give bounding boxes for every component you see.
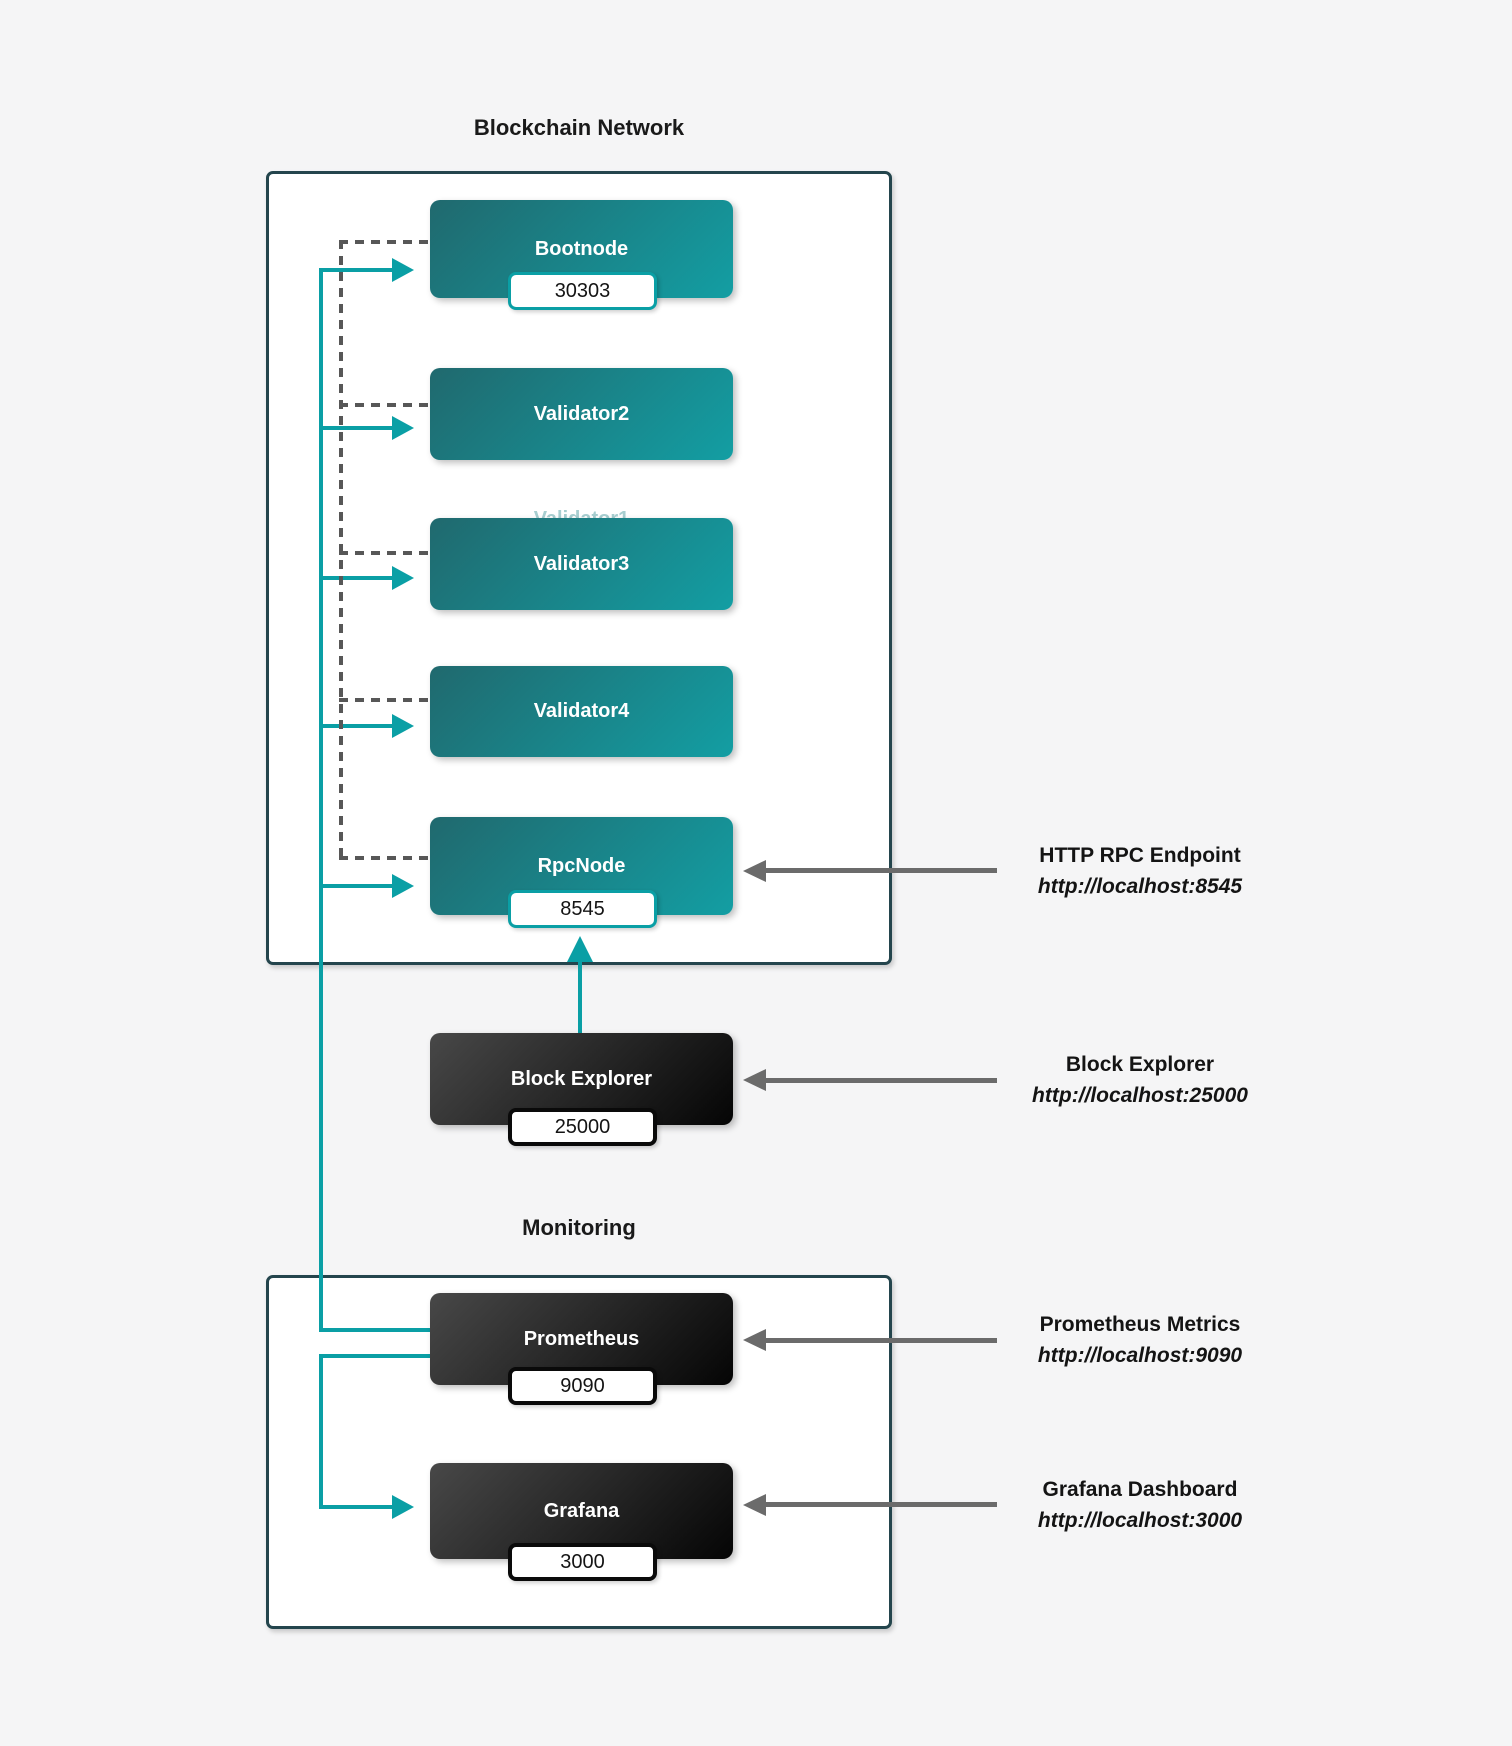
endpoint-arrow-block-explorer [766, 1078, 997, 1083]
teal-branch-validator4 [319, 724, 393, 728]
port-badge-block-explorer: 25000 [508, 1108, 657, 1146]
endpoint-label-rpc: HTTP RPC Endpoint http://localhost:8545 [1000, 840, 1280, 902]
endpoint-label-prometheus: Prometheus Metrics http://localhost:9090 [1000, 1309, 1280, 1371]
arrow-up-icon [567, 936, 593, 962]
node-validator4: Validator4 [430, 666, 733, 757]
arrow-left-icon [743, 1069, 766, 1091]
endpoint-title: Block Explorer [1065, 1053, 1215, 1076]
node-validator3: Validator3 [430, 518, 733, 610]
endpoint-url: http://localhost:9090 [1037, 1344, 1243, 1367]
grafana-feed-line-top [319, 1354, 430, 1358]
blockchain-network-title: Blockchain Network [473, 115, 685, 140]
endpoint-arrow-rpc [766, 868, 997, 873]
endpoint-title: Prometheus Metrics [1039, 1313, 1241, 1336]
arrow-right-icon [392, 566, 414, 590]
port-badge-rpcnode: 8545 [508, 890, 657, 928]
node-label: RpcNode [537, 854, 626, 877]
node-label: Validator2 [533, 402, 630, 425]
monitoring-title: Monitoring [522, 1215, 636, 1240]
teal-branch-bootnode [319, 268, 393, 272]
arrow-right-icon [392, 874, 414, 898]
peer-dashed-branch-validator3 [339, 551, 430, 555]
teal-branch-validator2 [319, 426, 393, 430]
endpoint-arrow-prometheus [766, 1338, 997, 1343]
grafana-feed-line-bottom [319, 1505, 393, 1509]
node-label: Bootnode [534, 237, 629, 260]
node-label: Validator4 [533, 700, 630, 722]
arrow-left-icon [743, 1329, 766, 1351]
grafana-feed-line-vertical [319, 1354, 323, 1507]
arrow-left-icon [743, 860, 766, 882]
endpoint-label-block-explorer: Block Explorer http://localhost:25000 [1000, 1049, 1280, 1111]
port-badge-prometheus: 9090 [508, 1367, 657, 1405]
teal-trunk-line [319, 268, 323, 1332]
teal-branch-validator3 [319, 576, 393, 580]
endpoint-url: http://localhost:3000 [1037, 1509, 1243, 1532]
port-badge-grafana: 3000 [508, 1543, 657, 1581]
arrow-right-icon [392, 1495, 414, 1519]
endpoint-title: HTTP RPC Endpoint [1039, 844, 1241, 867]
peer-dashed-branch-rpcnode [339, 856, 430, 860]
endpoint-arrow-grafana [766, 1502, 997, 1507]
peer-dashed-branch-validator4 [339, 698, 430, 702]
peer-dashed-branch-bootnode [339, 240, 430, 244]
node-label: Validator3 [533, 552, 630, 575]
block-explorer-rpc-line [578, 960, 582, 1033]
endpoint-label-grafana: Grafana Dashboard http://localhost:3000 [1000, 1474, 1280, 1536]
node-label: Grafana [543, 1499, 620, 1522]
peer-dashed-trunk-line [339, 240, 343, 860]
node-label: Prometheus [523, 1327, 640, 1350]
node-label: Block Explorer [510, 1067, 653, 1090]
prometheus-feed-line [319, 1328, 430, 1332]
peer-dashed-branch-validator2 [339, 403, 430, 407]
teal-branch-rpcnode [319, 884, 393, 888]
arrow-right-icon [392, 258, 414, 282]
arrow-left-icon [743, 1494, 766, 1516]
endpoint-url: http://localhost:25000 [1032, 1084, 1248, 1107]
endpoint-title: Grafana Dashboard [1042, 1478, 1238, 1501]
arrow-right-icon [392, 714, 414, 738]
node-validator2: Validator2 [430, 368, 733, 460]
port-badge-bootnode: 30303 [508, 272, 657, 310]
arrow-right-icon [392, 416, 414, 440]
endpoint-url: http://localhost:8545 [1037, 875, 1243, 898]
